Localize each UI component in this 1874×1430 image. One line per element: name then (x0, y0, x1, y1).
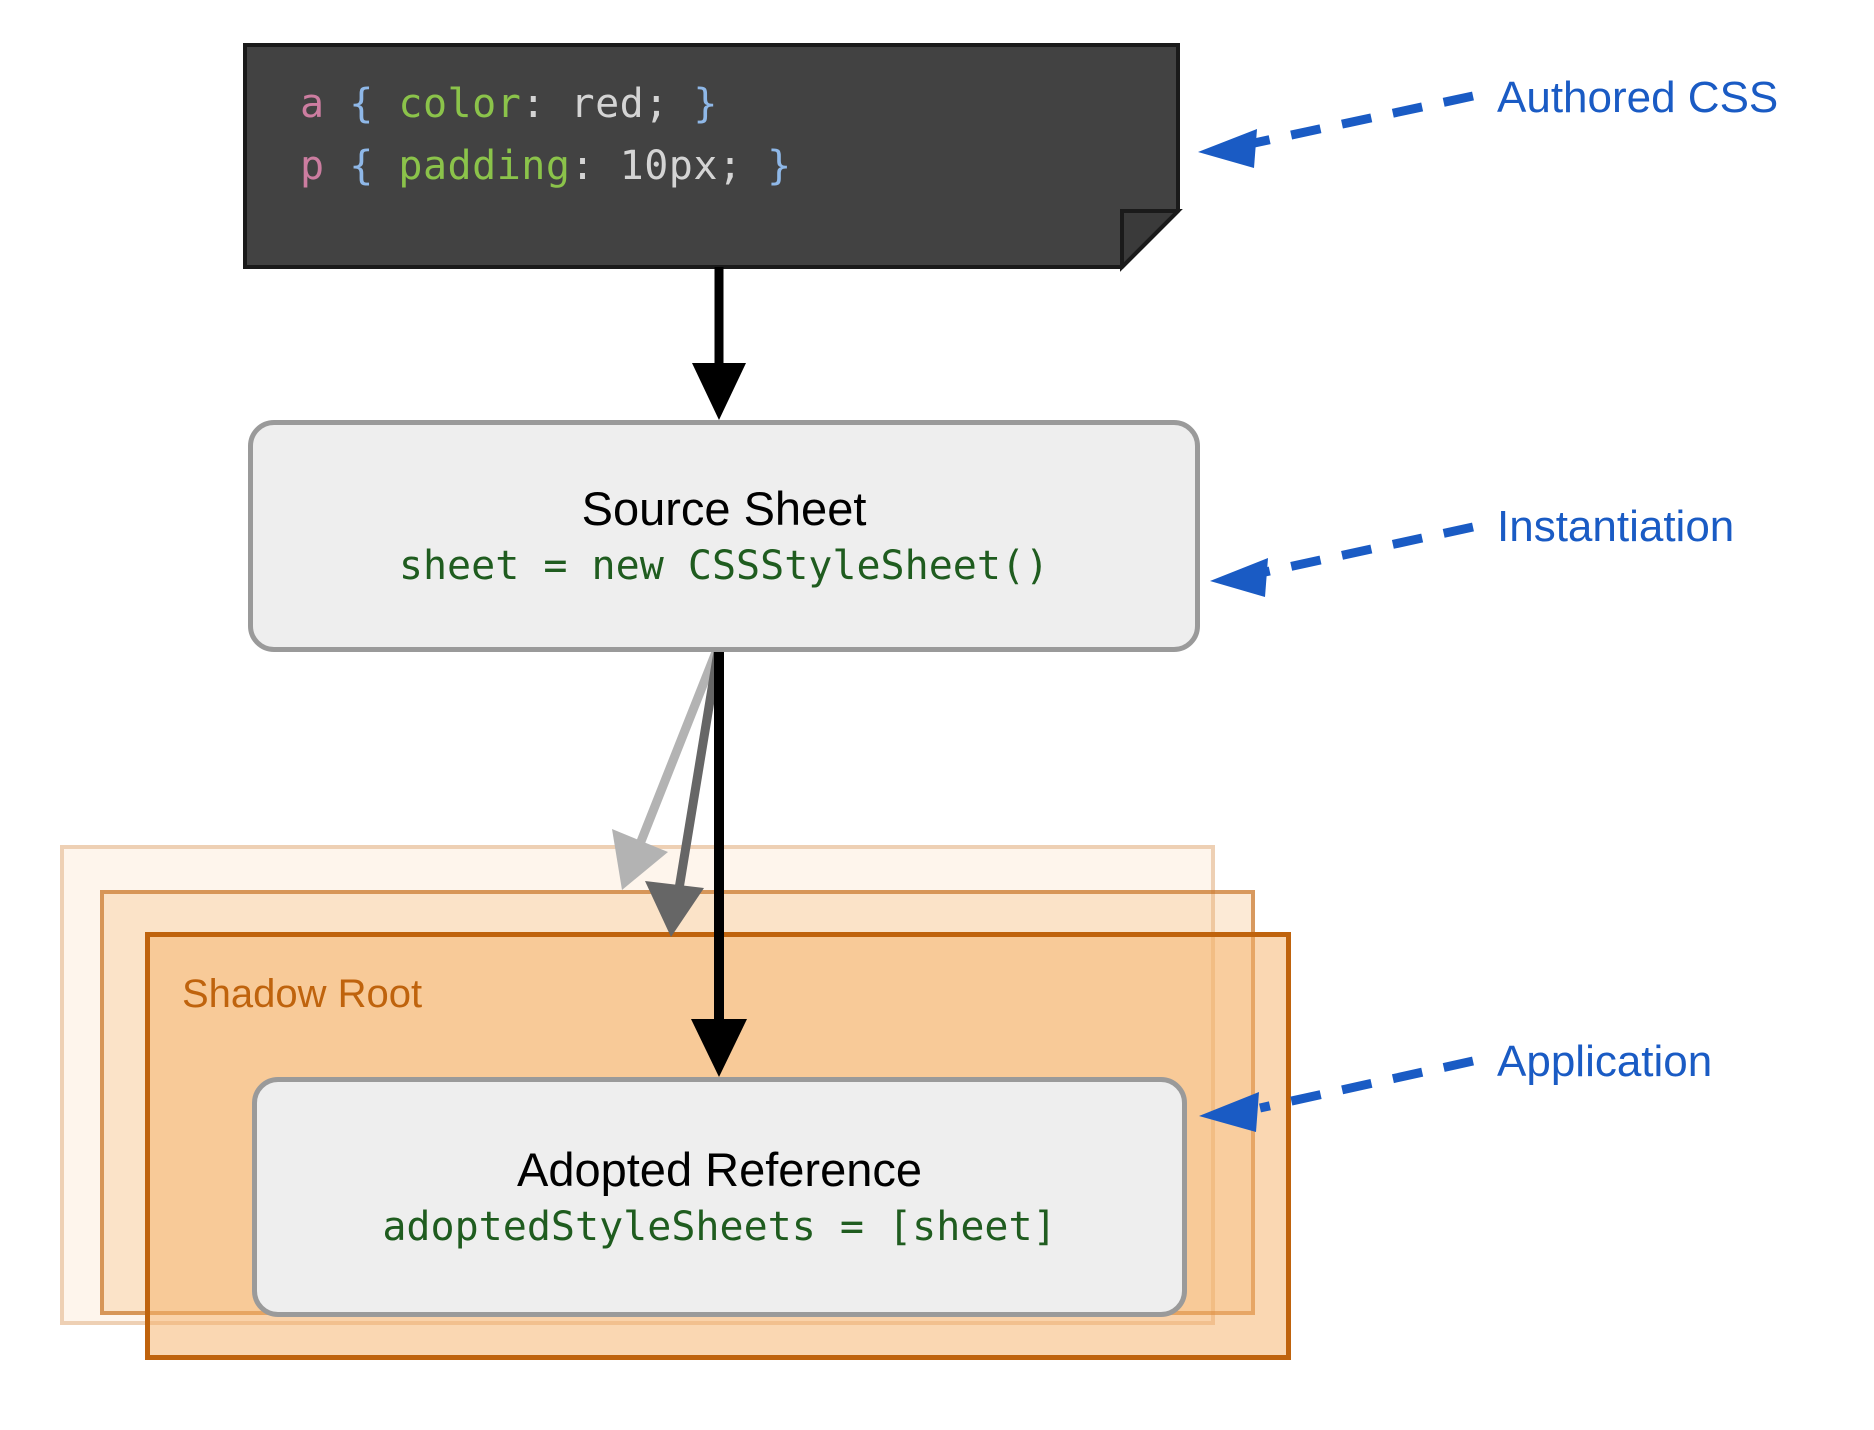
code-value-red: red; (570, 81, 669, 127)
code-space-1 (325, 81, 350, 127)
code-open-brace-2: { (349, 143, 374, 189)
code-selector-p: p (300, 143, 325, 189)
source-sheet-node: Source Sheet sheet = new CSSStyleSheet() (248, 420, 1200, 652)
code-selector-a: a (300, 81, 325, 127)
shadow-root-label: Shadow Root (182, 972, 423, 1016)
code-close-brace-2: } (767, 143, 792, 189)
adopted-reference-title: Adopted Reference (516, 1143, 922, 1197)
code-space-3 (546, 81, 571, 127)
source-sheet-code: sheet = new CSSStyleSheet() (398, 542, 1050, 589)
code-space-5 (325, 143, 350, 189)
adopted-reference-code: adoptedStyleSheets = [sheet] (382, 1203, 1057, 1250)
code-close-brace-1: } (693, 81, 718, 127)
annotation-label-instantiation: Instantiation (1497, 502, 1735, 551)
source-sheet-title: Source Sheet (581, 482, 867, 536)
pointer-instantiation (1210, 522, 1474, 597)
code-space-6 (374, 143, 399, 189)
code-block-text: a { color: red; } p { padding: 10px; } (300, 73, 792, 197)
arrow-css-to-source-sheet (692, 267, 746, 420)
code-space-4 (669, 81, 694, 127)
authored-css-code-block: a { color: red; } p { padding: 10px; } (245, 45, 1178, 267)
code-property-padding: padding (398, 143, 571, 189)
code-space-2 (374, 81, 399, 127)
annotation-label-authored-css: Authored CSS (1497, 73, 1779, 122)
annotation-label-application: Application (1497, 1037, 1713, 1086)
code-colon-2: : (570, 143, 596, 189)
code-value-10px: 10px; (619, 143, 743, 189)
code-space-8 (743, 143, 768, 189)
code-colon-1: : (521, 81, 546, 127)
code-open-brace-1: { (349, 81, 374, 127)
pointer-authored-css (1198, 91, 1474, 168)
code-property-color: color (398, 81, 522, 127)
adopted-reference-node: Adopted Reference adoptedStyleSheets = [… (252, 1077, 1187, 1317)
code-space-7 (595, 143, 620, 189)
